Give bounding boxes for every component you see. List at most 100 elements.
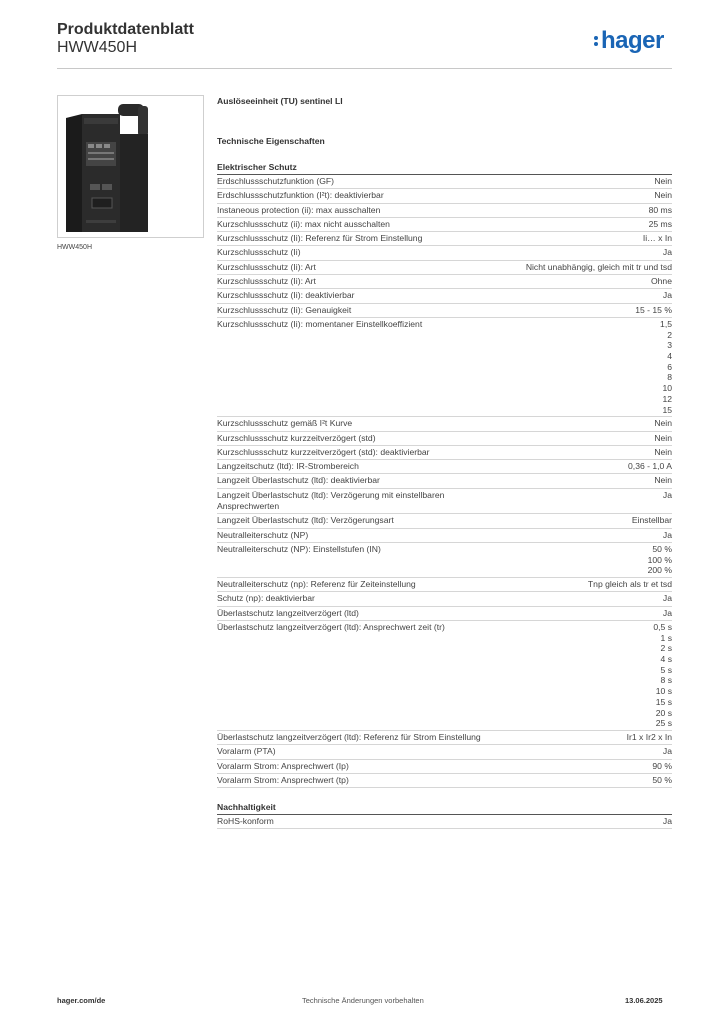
spec-value-line: Ja <box>662 607 672 618</box>
footer-date: 13.06.2025 <box>625 996 663 1005</box>
spec-value: 90 % <box>492 761 672 772</box>
spec-value: Ja <box>492 530 672 541</box>
spec-value-line: 25 ms <box>648 218 672 229</box>
spec-value-line: 1,5 <box>660 318 672 329</box>
spec-value: Ja <box>492 746 672 757</box>
trip-unit-illustration <box>66 104 148 232</box>
spec-value-line: 10 <box>662 383 672 394</box>
spec-label: Neutralleiterschutz (NP): Einstellstufen… <box>217 543 381 554</box>
spec-value-line: Ii… x In <box>642 233 672 244</box>
product-image <box>57 95 204 238</box>
spec-value-line: 90 % <box>652 760 672 771</box>
spec-value-line: Ir1 x Ir2 x In <box>626 732 672 742</box>
spec-value: 0,36 - 1,0 A <box>492 461 672 472</box>
spec-value-line: Ja <box>662 489 672 500</box>
spec-label: Instaneous protection (ii): max ausschal… <box>217 204 381 215</box>
spec-value-line: 1 s <box>660 632 672 643</box>
spec-label: Voralarm Strom: Ansprechwert (Ip) <box>217 760 349 771</box>
spec-value: Nein <box>492 447 672 458</box>
spec-value-line: 6 <box>667 361 672 372</box>
spec-row: Langzeit Überlastschutz (ltd): deaktivie… <box>217 474 672 489</box>
spec-row: Schutz (np): deaktivierbar Ja <box>217 592 672 607</box>
spec-value-line: Ja <box>662 816 672 827</box>
spec-value: 25 ms <box>492 219 672 230</box>
spec-label: Voralarm Strom: Ansprechwert (tp) <box>217 774 349 785</box>
spec-row: Neutralleiterschutz (NP): Einstellstufen… <box>217 543 672 579</box>
header-divider <box>57 68 672 69</box>
logo-text: hager <box>601 27 664 54</box>
spec-label: Neutralleiterschutz (np): Referenz für Z… <box>217 579 416 590</box>
spec-label: Kurzschlussschutz (Ii): Art <box>217 261 316 272</box>
spec-value-line: Ja <box>662 593 672 604</box>
spec-label: Überlastschutz langzeitverzögert (ltd) <box>217 607 359 618</box>
spec-value-line: Einstellbar <box>631 515 672 526</box>
spec-label: Erdschlussschutzfunktion (GF) <box>217 176 335 186</box>
spec-row: Langzeit Überlastschutz (ltd): Verzögeru… <box>217 514 672 529</box>
spec-value-line: 200 % <box>647 565 672 576</box>
spec-label: Neutralleiterschutz (NP) <box>217 529 309 540</box>
footer-disclaimer: Technische Änderungen vorbehalten <box>302 996 424 1005</box>
spec-row: Langzeitschutz (ltd): IR-Strombereich 0,3… <box>217 460 672 475</box>
spec-value: Nein <box>492 418 672 429</box>
spec-value-line: 3 <box>667 340 672 351</box>
spec-label: Kurzschlussschutz (Ii) <box>217 247 301 258</box>
spec-value-line: 15 s <box>655 696 672 707</box>
spec-value: Nein <box>492 475 672 486</box>
spec-value: Ii… x In <box>492 233 672 244</box>
spec-row: Überlastschutz langzeitverzögert (ltd) Ja <box>217 607 672 621</box>
spec-label: Kurzschlussschutz (Ii): momentaner Einst… <box>217 318 423 329</box>
spec-value-line: 2 <box>667 329 672 340</box>
footer-website: hager.com/de <box>57 996 106 1005</box>
spec-row: Überlastschutz langzeitverzögert (ltd): … <box>217 621 672 731</box>
spec-value: 50 % <box>492 775 672 786</box>
spec-label: Langzeit Überlastschutz (ltd): Verzögeru… <box>217 489 445 512</box>
spec-value-line: 100 % <box>647 554 672 565</box>
spec-value: Ir1 x Ir2 x In <box>492 732 672 743</box>
spec-row: Langzeit Überlastschutz (ltd): Verzögeru… <box>217 489 672 515</box>
spec-label: Kurzschlussschutz gemäß I²t Kurve <box>217 418 353 429</box>
spec-row: Erdschlussschutzfunktion (I²t): deaktivi… <box>217 189 672 204</box>
spec-value: Ja <box>492 608 672 619</box>
spec-value-line: 12 <box>662 393 672 404</box>
spec-value-line: 50 % <box>652 543 672 554</box>
spec-row: Kurzschlussschutz (Ii): Referenz für Str… <box>217 232 672 247</box>
spec-value: Ja <box>492 490 672 513</box>
spec-label: Kurzschlussschutz kurzzeitverzögert (std… <box>217 432 376 443</box>
spec-value: Ja <box>492 816 672 827</box>
spec-label: Langzeit Überlastschutz (ltd): deaktivie… <box>217 475 380 486</box>
spec-value: Ja <box>492 593 672 604</box>
logo-dots-icon <box>594 34 599 48</box>
spec-value-line: Ja <box>662 290 672 301</box>
image-caption: HWW450H <box>57 244 93 251</box>
spec-row: Kurzschlussschutz (Ii): Art Nicht unabhän… <box>217 261 672 276</box>
spec-value-line: Nicht unabhängig, gleich mit tr und tsd <box>525 261 672 272</box>
spec-value-line: 25 s <box>655 718 672 729</box>
page-title: Produktdatenblatt <box>57 21 194 38</box>
spec-row: Kurzschlussschutz (Ii): momentaner Einst… <box>217 318 672 418</box>
spec-row: Voralarm Strom: Ansprechwert (tp) 50 % <box>217 774 672 789</box>
section-title: Technische Eigenschaften <box>217 136 325 146</box>
spec-value-line: Ja <box>662 247 672 258</box>
spec-row: Kurzschlussschutz (ii): max nicht aussch… <box>217 218 672 233</box>
spec-value-line: Ohne <box>650 276 672 287</box>
hager-logo: hager <box>594 27 664 55</box>
spec-value: 80 ms <box>492 205 672 216</box>
spec-label: Kurzschlussschutz (Ii): deaktivierbar <box>217 290 355 301</box>
spec-row: Kurzschlussschutz (Ii) Ja <box>217 246 672 261</box>
spec-value: Nein <box>492 176 672 187</box>
spec-label: Langzeit Überlastschutz (ltd): Verzögeru… <box>217 515 394 526</box>
spec-label: Kurzschlussschutz (Ii): Referenz für Str… <box>217 233 423 244</box>
spec-value-line: Nein <box>654 176 672 186</box>
spec-value-line: 0,5 s <box>653 621 672 632</box>
product-code: HWW450H <box>57 39 138 56</box>
spec-value-line: Nein <box>654 432 672 443</box>
spec-label: Schutz (np): deaktivierbar <box>217 593 315 604</box>
spec-value: Ohne <box>492 276 672 287</box>
spec-content: Auslöseeinheit (TU) sentinel LI Technisc… <box>217 95 672 830</box>
spec-row: Voralarm (PTA)Ja <box>217 745 672 760</box>
spec-value-line: Ja <box>662 529 672 540</box>
spec-label: Langzeitschutz (ltd): IR-Strombereich <box>217 461 359 472</box>
